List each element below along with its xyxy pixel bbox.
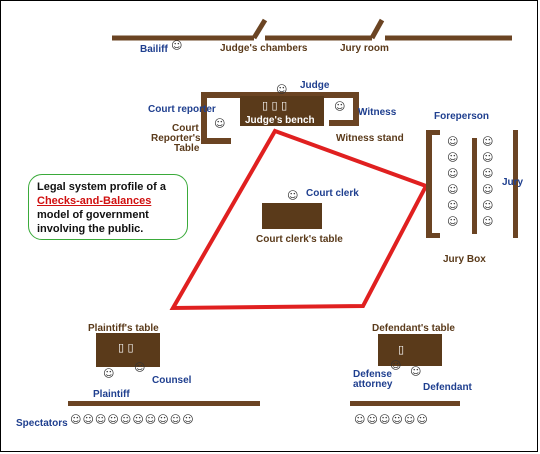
person-icon: ☺ bbox=[214, 117, 226, 130]
spectator-rail-right bbox=[350, 401, 460, 406]
person-icon: ☺ bbox=[276, 83, 288, 96]
person-icon: ☺ bbox=[171, 39, 183, 52]
label-counsel: Counsel bbox=[152, 375, 192, 386]
checks-and-balances-link[interactable]: Checks-and-Balances bbox=[37, 195, 152, 207]
label-plaintiff: Plaintiff bbox=[93, 389, 130, 400]
label-witness: Witness bbox=[358, 107, 397, 118]
label-defendants-table: Defendant's table bbox=[372, 323, 455, 334]
person-icon: ☺ bbox=[287, 189, 299, 202]
label-jury-box: Jury Box bbox=[443, 254, 486, 265]
reporter-bottom-wall bbox=[201, 138, 231, 144]
label-court-reporters-table-3: Table bbox=[174, 143, 200, 154]
witness-bottom-wall bbox=[329, 120, 359, 126]
note-line-1: Legal system profile of a bbox=[37, 181, 166, 193]
label-foreperson: Foreperson bbox=[434, 111, 490, 122]
label-plaintiffs-table: Plaintiff's table bbox=[88, 323, 159, 334]
jury-box-right-wall bbox=[513, 130, 518, 238]
judges-bench-desk bbox=[240, 96, 324, 126]
jury-room-door bbox=[369, 18, 385, 40]
paper-icon: ▯ ▯ ▯ bbox=[262, 99, 288, 112]
label-defense-attorney-2: attorney bbox=[353, 379, 393, 390]
label-defense-attorney-1: Defense bbox=[353, 369, 392, 380]
bench-right-wall bbox=[353, 92, 359, 126]
checks-balances-outline bbox=[169, 128, 429, 311]
jury-box-bottom-left bbox=[426, 233, 440, 238]
label-jury: Jury bbox=[502, 177, 524, 188]
label-court-clerk: Court clerk bbox=[306, 188, 359, 199]
jury-box-top-left bbox=[426, 130, 440, 135]
note-line-3: model of government bbox=[37, 209, 149, 221]
label-judges-bench: Judge's bench bbox=[245, 115, 315, 126]
label-spectators: Spectators bbox=[16, 418, 68, 429]
paper-icon: ▯ bbox=[398, 343, 405, 356]
label-court-reporter: Court reporter bbox=[148, 104, 216, 115]
jury-box-divider bbox=[472, 138, 477, 234]
label-defendant: Defendant bbox=[423, 382, 472, 393]
court-clerks-table-desk bbox=[262, 203, 322, 229]
label-judges-chambers: Judge's chambers bbox=[220, 43, 308, 54]
label-court-reporters-table-1: Court bbox=[172, 123, 199, 134]
label-witness-stand: Witness stand bbox=[336, 133, 404, 144]
person-icon: ☺ ☺ ☺ ☺ ☺ ☺ bbox=[482, 135, 494, 228]
person-icon: ☺ bbox=[410, 365, 422, 378]
label-court-clerks-table: Court clerk's table bbox=[256, 234, 343, 245]
person-icon: ☺☺☺☺☺☺ bbox=[354, 413, 429, 426]
person-icon: ☺ bbox=[390, 359, 402, 372]
label-jury-room: Jury room bbox=[340, 43, 389, 54]
defendants-table-desk bbox=[378, 334, 442, 366]
bench-top-wall bbox=[201, 92, 359, 98]
info-note: Legal system profile of a Checks-and-Bal… bbox=[28, 174, 188, 240]
plaintiffs-table-desk bbox=[96, 333, 160, 367]
bench-left-wall bbox=[201, 92, 207, 142]
note-line-4: involving the public. bbox=[37, 223, 144, 235]
label-judge: Judge bbox=[300, 80, 330, 91]
spectator-rail-left bbox=[68, 401, 260, 406]
person-icon: ☺☺☺☺☺☺☺☺☺☺ bbox=[70, 413, 195, 426]
person-icon: ☺ bbox=[134, 361, 146, 374]
jury-box-left-wall bbox=[426, 130, 432, 238]
paper-icon: ▯ ▯ bbox=[118, 341, 134, 354]
person-icon: ☺ ☺ ☺ ☺ ☺ ☺ bbox=[447, 135, 459, 228]
chambers-door bbox=[251, 18, 268, 40]
label-court-reporters-table-2: Reporter's bbox=[151, 133, 201, 144]
person-icon: ☺ bbox=[103, 367, 115, 380]
person-icon: ☺ bbox=[334, 100, 346, 113]
label-bailiff: Bailiff bbox=[140, 44, 168, 55]
